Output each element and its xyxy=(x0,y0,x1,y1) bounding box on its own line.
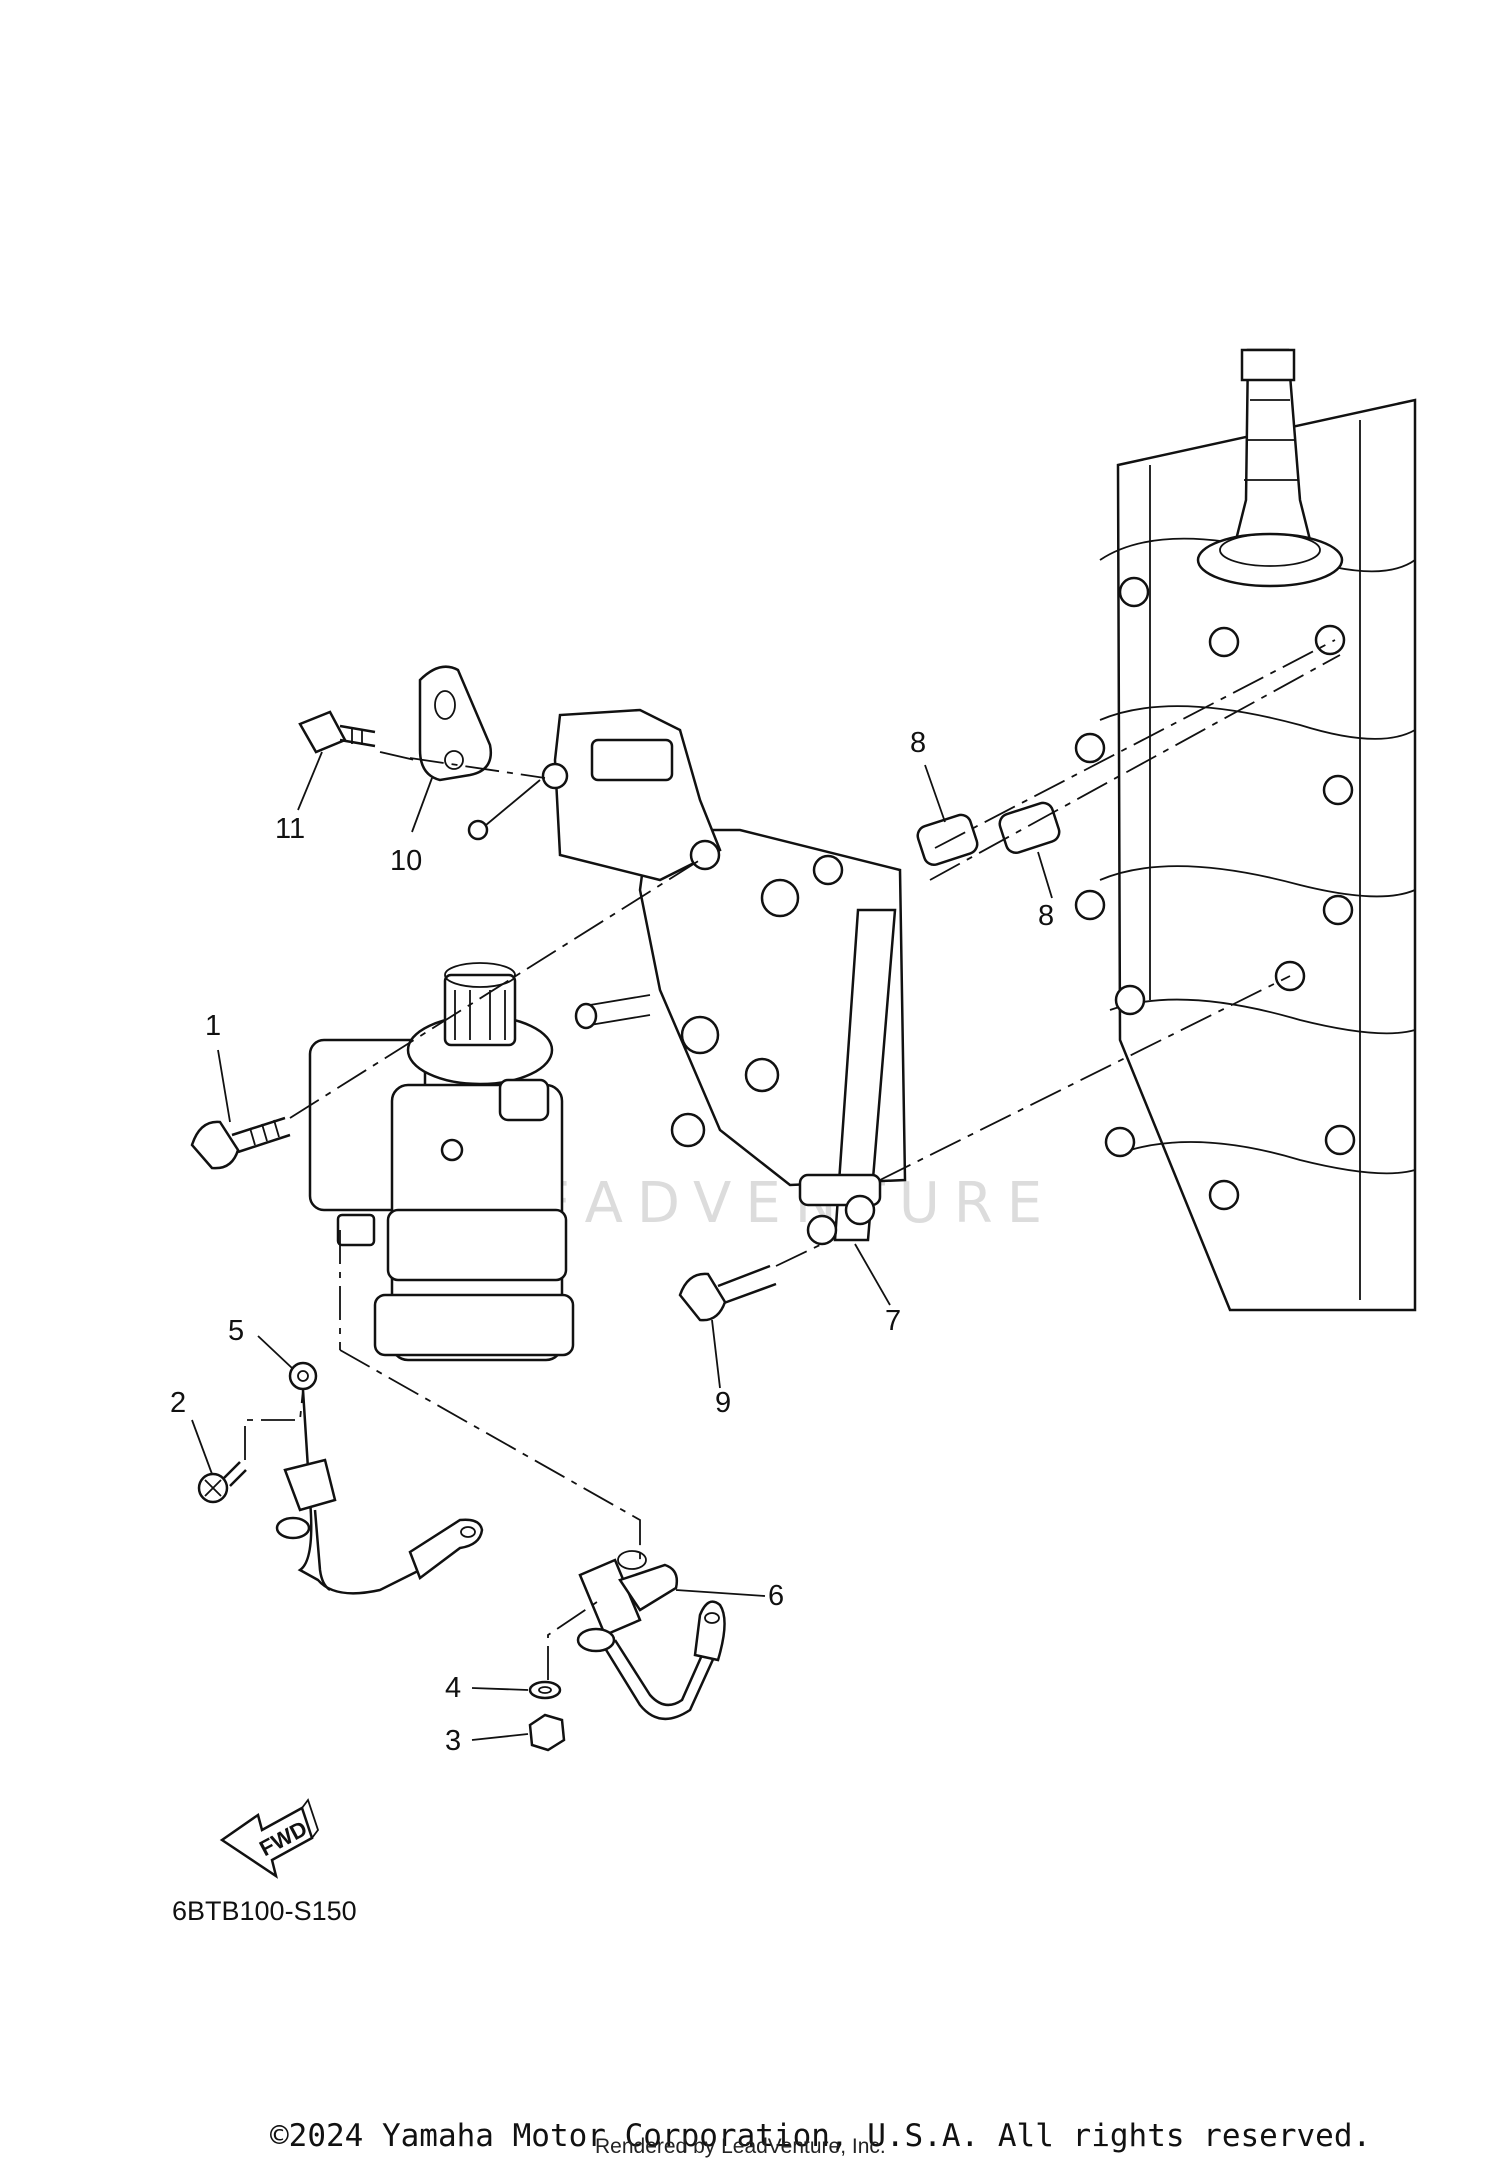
watermark: LEADVENTURE xyxy=(490,1171,1056,1236)
callout-3: 3 xyxy=(445,1725,461,1757)
callout-11: 11 xyxy=(275,813,305,845)
part-2-screw xyxy=(197,1461,247,1504)
callout-10: 10 xyxy=(390,845,422,877)
callout-6: 6 xyxy=(768,1580,784,1612)
callout-2: 2 xyxy=(170,1387,186,1419)
part-1-bolt xyxy=(190,1116,291,1170)
battery-cable xyxy=(275,1389,484,1595)
callout-8-upper: 8 xyxy=(910,727,926,759)
starter-bracket xyxy=(467,708,907,1246)
fwd-arrow-icon: FWD xyxy=(219,1798,320,1879)
callout-1: 1 xyxy=(205,1010,221,1042)
callout-8-lower: 8 xyxy=(1038,900,1054,932)
copyright-notice: ©2024 Yamaha Motor Corporation, U.S.A. A… xyxy=(270,2118,1372,2154)
callout-5: 5 xyxy=(228,1315,244,1347)
callout-9: 9 xyxy=(715,1387,731,1419)
engine-block xyxy=(1074,348,1417,1312)
part-10-plate xyxy=(418,665,493,782)
part-9-bolt xyxy=(678,1264,777,1322)
part-3-nut xyxy=(528,1713,566,1752)
leader-lines xyxy=(191,639,1341,1741)
callout-7: 7 xyxy=(885,1305,901,1337)
part-8-spacer xyxy=(916,801,1061,867)
part-11-bolt xyxy=(298,710,376,754)
starter-motor xyxy=(308,962,575,1362)
diagram-code: 6BTB100-S150 xyxy=(172,1896,357,1926)
callout-4: 4 xyxy=(445,1672,461,1704)
part-6-cable xyxy=(576,1550,726,1720)
part-5-washer xyxy=(288,1361,318,1391)
part-4-washer xyxy=(528,1680,562,1700)
rendered-by-notice: Rendered by LeadVenture, Inc. xyxy=(595,2135,886,2158)
